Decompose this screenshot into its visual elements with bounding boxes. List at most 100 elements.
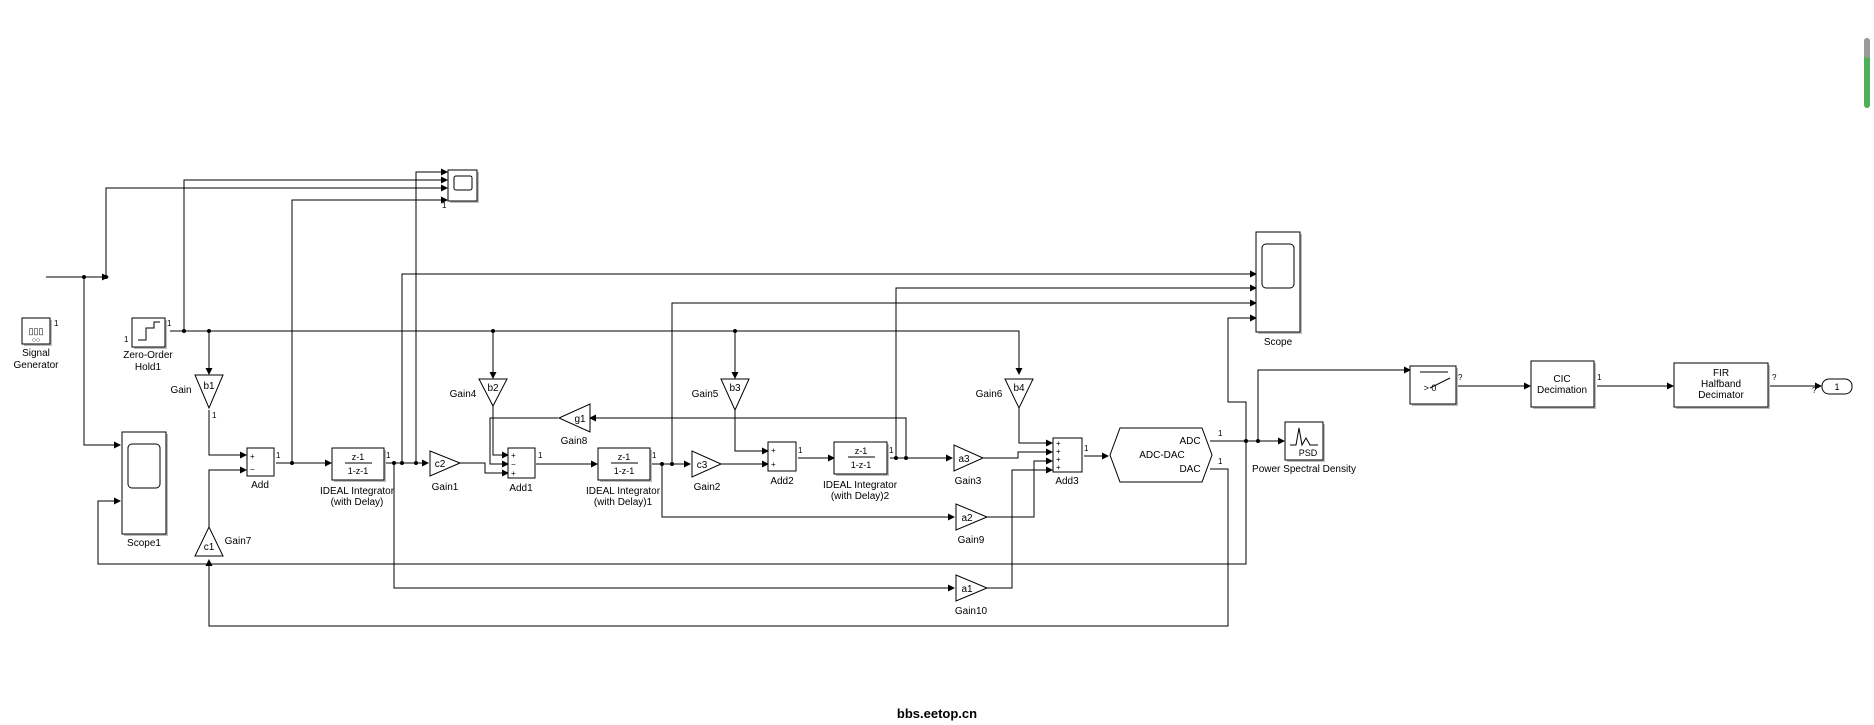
wire-int-topscope: [415, 168, 448, 463]
svg-text:Decimation: Decimation: [1537, 385, 1587, 396]
svg-text:Gain9: Gain9: [958, 535, 985, 546]
svg-text:1: 1: [889, 446, 894, 455]
wire-adc-scope: [1227, 314, 1257, 441]
svg-text:b2: b2: [487, 383, 499, 394]
svg-text:?: ?: [1458, 373, 1463, 382]
svg-text:+: +: [250, 452, 255, 461]
scope-block[interactable]: [1255, 231, 1302, 334]
svg-text:CIC: CIC: [1553, 374, 1570, 385]
wire-adc-scope1: [97, 441, 1247, 565]
svg-text:+: +: [1056, 463, 1061, 472]
svg-text:1: 1: [1218, 457, 1223, 466]
wire-sig-topscope: [105, 184, 448, 277]
svg-text:+: +: [771, 446, 776, 455]
outport-block[interactable]: [1821, 378, 1853, 395]
fir-block[interactable]: [1673, 362, 1770, 409]
svg-text:1: 1: [124, 335, 129, 344]
gain-a1-triangle: [955, 574, 989, 602]
svg-text:Add3: Add3: [1055, 476, 1079, 487]
vertical-scrollbar[interactable]: [1864, 38, 1870, 108]
branch-points: [82, 275, 1260, 466]
svg-text:Halfband: Halfband: [1701, 379, 1741, 390]
svg-text:1: 1: [54, 319, 59, 328]
wire-adc-switch: [1257, 366, 1411, 441]
svg-text:+: +: [1056, 455, 1061, 464]
svg-text:Gain7: Gain7: [225, 536, 252, 547]
wire-int2-scope: [895, 284, 1257, 458]
signal-generator-block[interactable]: ▯▯▯ ○○: [21, 317, 52, 346]
gain-symbols: b1 b2 b3 b4 g1 c2 c3 a3 a2 a1 c1: [203, 381, 1025, 595]
wire-g1-add1: [489, 417, 558, 468]
add-signs: +− +−+ ++ ++++: [250, 439, 1061, 478]
svg-text:1: 1: [442, 201, 447, 210]
gain-blocks[interactable]: [194, 374, 1034, 602]
wire-b2-add1: [492, 405, 509, 459]
wire-add-topscope: [291, 196, 448, 463]
svg-text:Gain4: Gain4: [450, 389, 477, 400]
svg-text:IDEAL Integrator: IDEAL Integrator: [586, 486, 661, 497]
svg-text:?: ?: [1772, 373, 1777, 382]
gain-c2-triangle: [429, 450, 462, 477]
gain-labels: Gain Gain4 Gain5 Gain6 Gain8 Gain1 Gain2…: [170, 385, 1002, 617]
scope1-block[interactable]: [121, 431, 168, 536]
svg-text:Gain1: Gain1: [432, 482, 459, 493]
wire-c2-add1: [460, 462, 509, 477]
svg-text:(with Delay)1: (with Delay)1: [594, 497, 653, 508]
integrator-labels: IDEAL Integrator (with Delay) IDEAL Inte…: [320, 480, 898, 508]
switch-block[interactable]: [1409, 365, 1458, 406]
wire-zoh-topscope2: [183, 176, 448, 331]
zero-order-hold-block[interactable]: [131, 317, 167, 349]
gain-b4-triangle: [1004, 378, 1034, 410]
svg-text:Decimator: Decimator: [1698, 390, 1744, 401]
outport-number: 1: [1834, 382, 1839, 392]
top-scope-block[interactable]: [447, 169, 479, 203]
svg-text:1: 1: [1597, 373, 1602, 382]
gain-g1-triangle: [557, 403, 591, 433]
svg-text:1: 1: [212, 411, 217, 420]
svg-text:−: −: [511, 460, 516, 469]
svg-text:▯▯▯: ▯▯▯: [29, 326, 44, 336]
wire-b4-add3: [1018, 408, 1053, 447]
svg-text:IDEAL Integrator: IDEAL Integrator: [823, 480, 898, 491]
gain-c1-triangle: [194, 525, 224, 557]
wire-a2-add3: [987, 457, 1053, 518]
svg-text:○○: ○○: [32, 337, 40, 344]
svg-text:Gain10: Gain10: [955, 606, 988, 617]
svg-text:+: +: [1056, 447, 1061, 456]
svg-text:z-1: z-1: [352, 452, 365, 462]
svg-text:1: 1: [276, 451, 281, 460]
svg-text:1: 1: [798, 446, 803, 455]
wire-b3-add2: [734, 410, 769, 455]
gain-b2-triangle: [478, 378, 508, 408]
signal-lines: [46, 168, 1822, 627]
adc-dac-block[interactable]: [1109, 427, 1213, 483]
svg-text:z-1: z-1: [855, 446, 868, 456]
svg-text:+: +: [771, 460, 776, 469]
cic-block[interactable]: [1530, 360, 1596, 409]
psd-text: PSD: [1299, 448, 1318, 458]
add-blocks[interactable]: [246, 437, 1083, 479]
integrator-blocks[interactable]: [331, 441, 889, 482]
svg-text:b3: b3: [729, 383, 741, 394]
gain-a3-triangle: [953, 444, 985, 472]
fir-text: FIR Halfband Decimator: [1698, 368, 1744, 401]
gain-a2-triangle: [955, 503, 989, 531]
port-numbers: 1 1 1 1 1 1 1 1 1 1 1 1 1 1 ? 1 ? ?: [54, 201, 1817, 466]
svg-text:Add: Add: [251, 480, 269, 491]
svg-text:a1: a1: [961, 584, 973, 595]
scope-label: Scope: [1264, 337, 1293, 348]
svg-text:1: 1: [1218, 429, 1223, 438]
svg-text:1: 1: [538, 451, 543, 460]
svg-text:1: 1: [386, 451, 391, 460]
svg-text:ADC-DAC: ADC-DAC: [1139, 450, 1185, 461]
psd-label: Power Spectral Density: [1252, 464, 1356, 475]
svg-text:1-z-1: 1-z-1: [348, 466, 369, 476]
svg-text:(with Delay)2: (with Delay)2: [831, 491, 890, 502]
psd-block[interactable]: [1284, 421, 1325, 462]
svg-text:1: 1: [652, 451, 657, 460]
wire-zoh-b4: [170, 330, 1023, 375]
svg-text:b4: b4: [1013, 383, 1025, 394]
